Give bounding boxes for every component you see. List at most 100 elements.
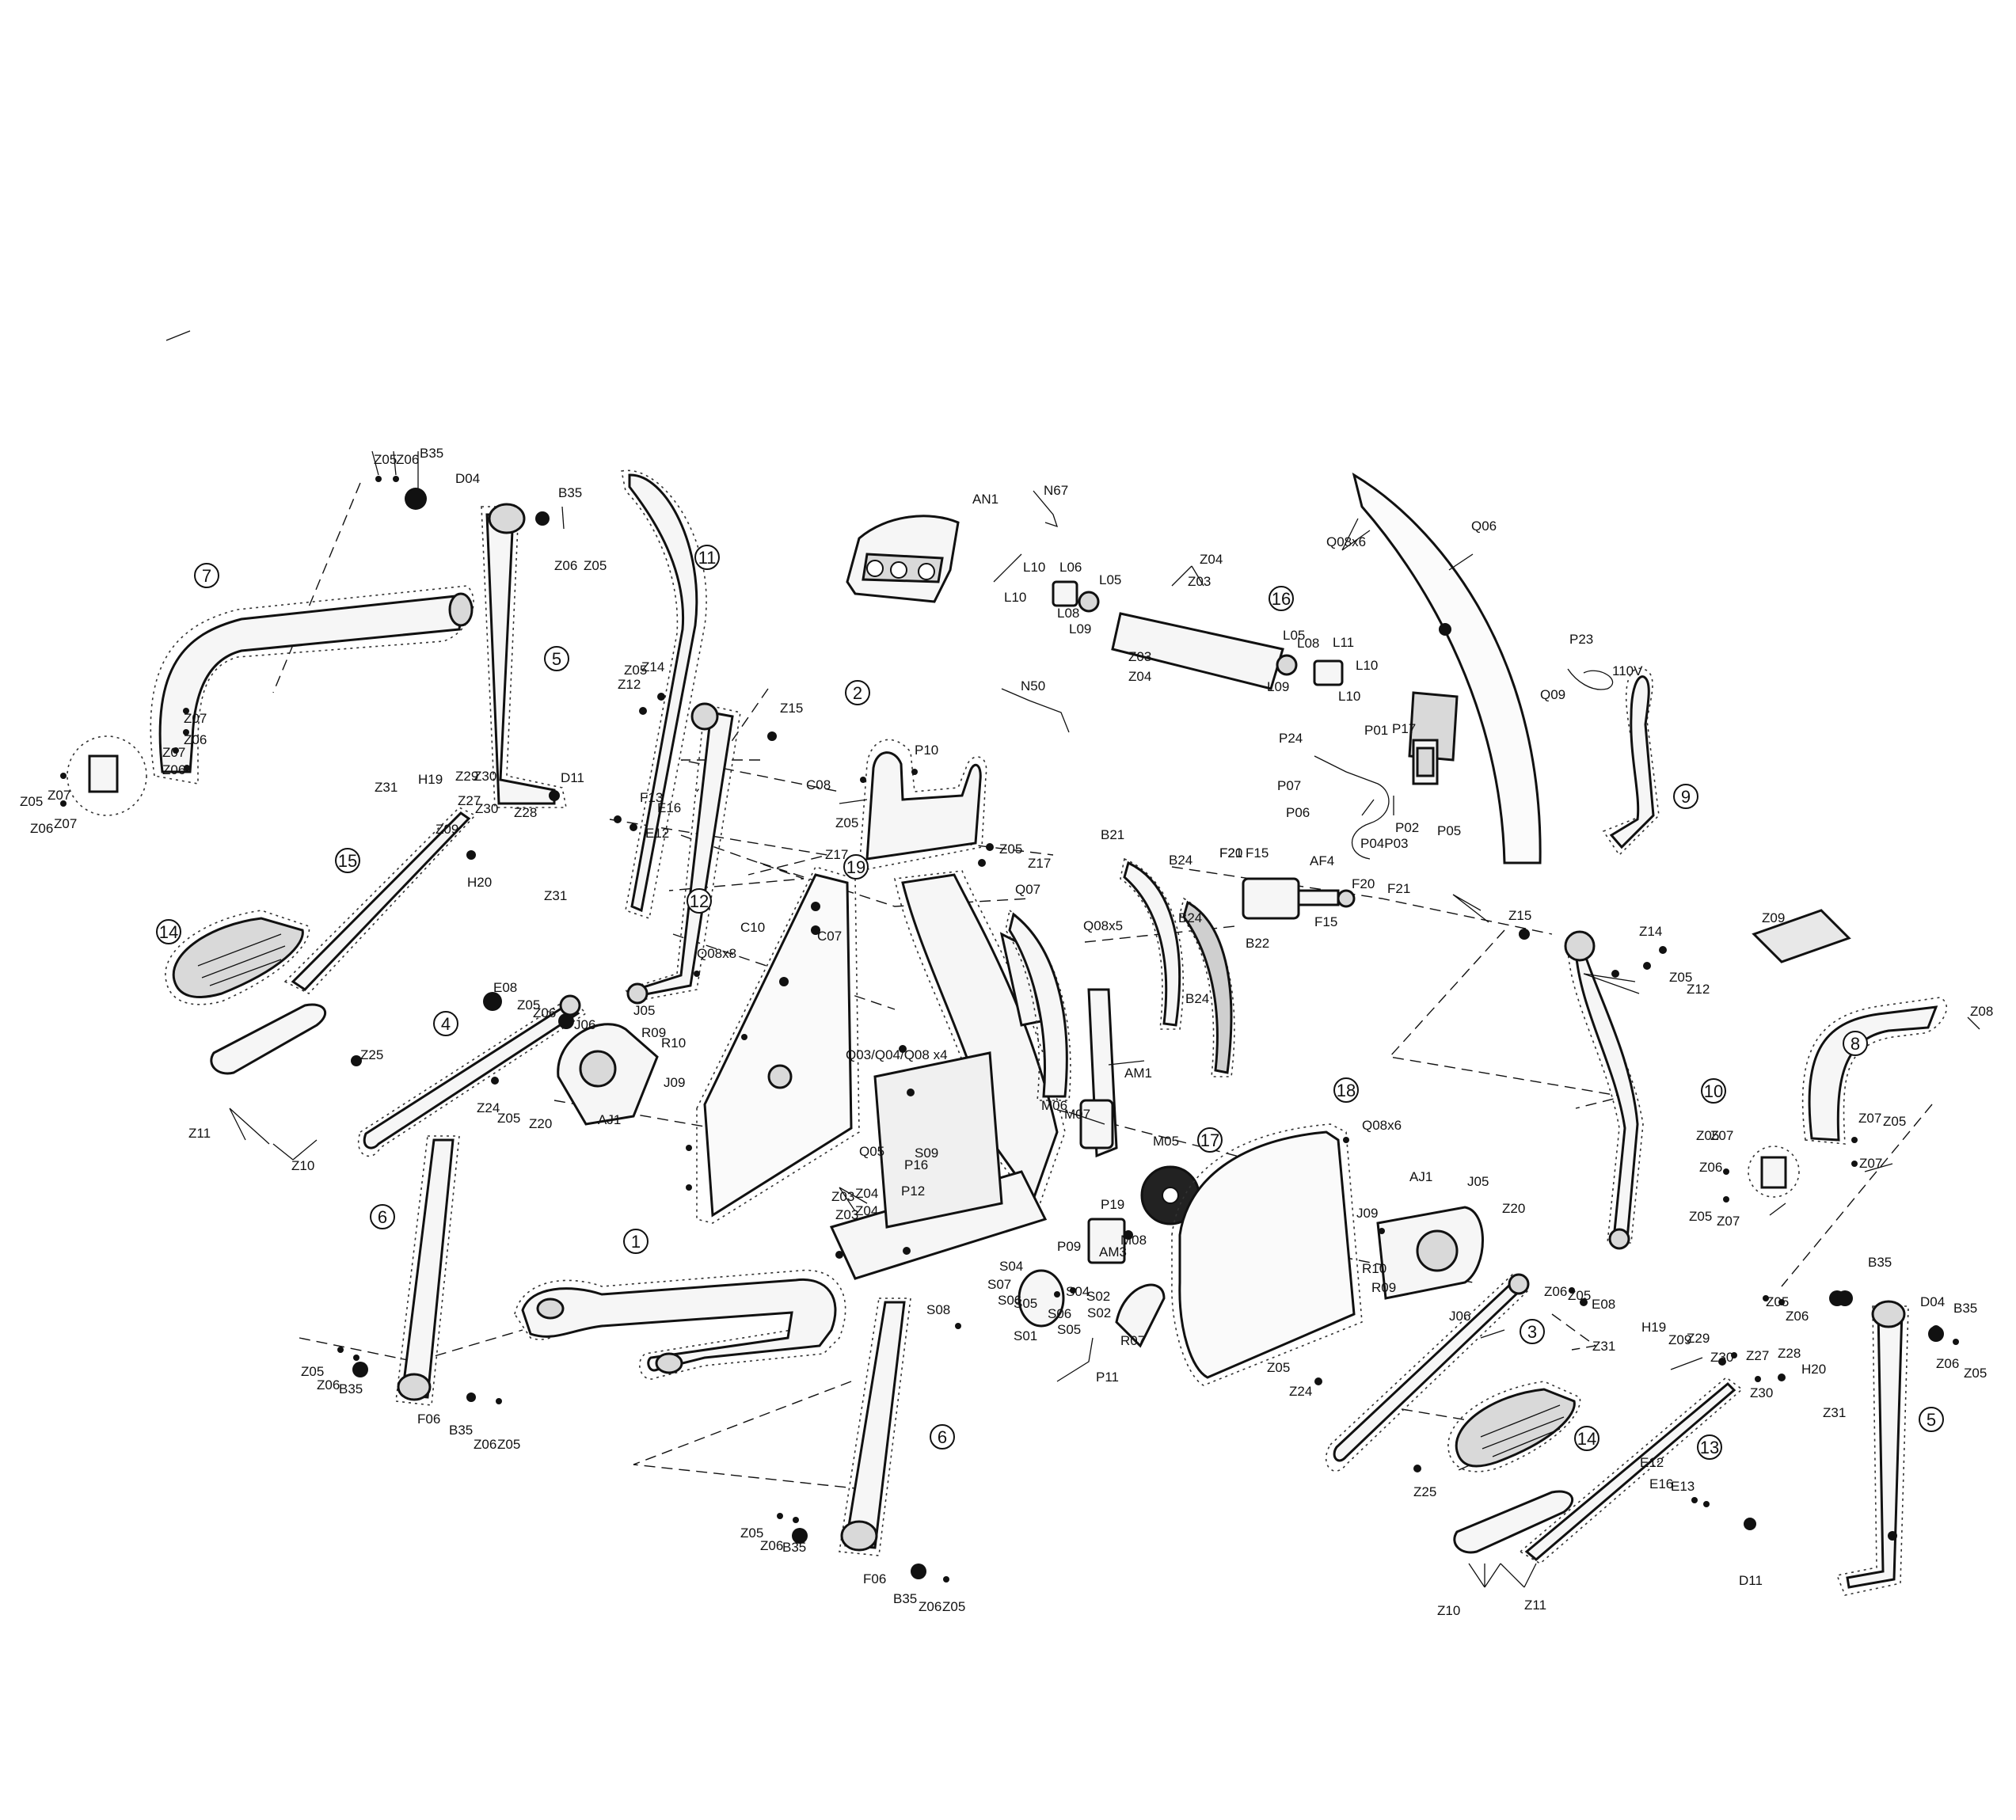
callout-circle (845, 680, 870, 705)
part-label: Z10 (1437, 1603, 1460, 1618)
part-label: Z03 (831, 1189, 854, 1204)
part-label: L05 (1283, 628, 1305, 643)
part-label: Z05 (1669, 970, 1692, 985)
part-label: Z06 (30, 821, 53, 836)
part-label: E12 (645, 826, 669, 841)
part-label: P17 (1392, 721, 1416, 736)
part-label: P10 (915, 743, 938, 758)
part-label: E08 (1592, 1297, 1615, 1312)
part-label: Z05 (1267, 1360, 1290, 1375)
part-label: S09 (915, 1146, 938, 1161)
part-label: Z07 (1858, 1111, 1881, 1126)
callout-circle (1269, 586, 1294, 611)
part-label: Z05 (999, 842, 1022, 857)
part-label: Z05 (374, 452, 397, 467)
callout-number: 15 (338, 851, 357, 871)
part-label: C10 (740, 920, 765, 935)
callout-number: 6 (378, 1207, 387, 1227)
part-label: P23 (1569, 632, 1593, 647)
part-label: P24 (1279, 731, 1303, 746)
part-label: S07 (987, 1277, 1011, 1292)
part-label: Z28 (514, 805, 537, 820)
part-label: R09 (1371, 1280, 1396, 1295)
part-label: Z04 (1200, 552, 1223, 567)
part-label: Z06 (1699, 1160, 1722, 1175)
part-label: H20 (467, 875, 492, 890)
part-label: AN1 (972, 492, 998, 507)
part-label: AM1 (1124, 1066, 1152, 1081)
part-label: F13 (640, 790, 663, 805)
part-label: M07 (1064, 1107, 1090, 1122)
callout-number: 9 (1681, 787, 1691, 807)
part-label: E12 (1640, 1455, 1664, 1470)
part-label: Z04 (1128, 669, 1151, 684)
part-label: AJ1 (1409, 1169, 1432, 1184)
part-label: Z03 (835, 1207, 858, 1222)
part-label: Q09 (1540, 687, 1565, 702)
callout-number: 14 (1577, 1429, 1596, 1449)
part-label: D11 (561, 770, 584, 785)
part-label: Z15 (780, 701, 803, 716)
leader-lines (165, 330, 1980, 1588)
callout-number: 4 (441, 1014, 451, 1034)
part-label: Z17 (1028, 856, 1051, 871)
part-label: Z06 (396, 452, 419, 467)
part-label: Z06 (162, 762, 185, 777)
part-label: P19 (1101, 1197, 1124, 1212)
part-label: Q08x6 (1326, 534, 1366, 549)
part-label: L09 (1267, 679, 1289, 694)
part-label: R10 (661, 1035, 686, 1051)
part-label: Z06 (533, 1005, 556, 1020)
part-label: Z03 (1188, 574, 1211, 589)
part-label: Q08x8 (697, 946, 736, 961)
callout-circle (694, 545, 720, 570)
part-label: C07 (817, 929, 842, 944)
part-label: Z06 (1936, 1356, 1959, 1371)
callout-circle (623, 1229, 649, 1254)
part-label: S06 (1048, 1306, 1071, 1321)
callout-number: 8 (1851, 1034, 1860, 1054)
part-label: L11 (1333, 635, 1354, 650)
part-label: P01 (1364, 723, 1388, 738)
part-label: Z04 (855, 1186, 878, 1201)
part-label: Z05 (740, 1526, 763, 1541)
part-label: F20 (1352, 876, 1375, 891)
part-label: P02 (1395, 820, 1419, 835)
part-label: Z06 (1544, 1284, 1567, 1299)
part-label: B24 (1185, 991, 1209, 1006)
part-label: R09 (641, 1025, 666, 1040)
part-label: H19 (1641, 1320, 1666, 1335)
callout-number: 5 (552, 649, 561, 669)
part-label: D04 (455, 471, 480, 486)
part-label: Z05 (20, 794, 43, 809)
part-label: F06 (863, 1571, 886, 1586)
part-label: Z06 (554, 558, 577, 573)
callout-circle (194, 563, 219, 588)
part-label: F15 (1246, 845, 1269, 861)
part-label: B35 (1868, 1255, 1892, 1270)
part-label: Z20 (1502, 1201, 1525, 1216)
part-label: D11 (1739, 1573, 1763, 1588)
part-label: Z30 (475, 801, 498, 816)
part-label: AF4 (1310, 853, 1334, 868)
part-label: B24 (1169, 853, 1192, 868)
part-label: Z05 (1696, 1128, 1719, 1143)
callout-number: 7 (202, 566, 211, 586)
part-label: Q06 (1471, 519, 1497, 534)
part-label: Z05 (1689, 1209, 1712, 1224)
part-label: B35 (782, 1540, 806, 1555)
callout-number: 3 (1527, 1322, 1537, 1342)
part-label: P16 (904, 1157, 928, 1172)
part-label: Z09 (436, 822, 458, 837)
part-label: AJ1 (598, 1112, 621, 1127)
part-label: Z05 (584, 558, 607, 573)
parts (67, 469, 1947, 1596)
part-label: Z14 (1639, 924, 1662, 939)
part-label: Z07 (48, 788, 70, 803)
callout-circle (1574, 1426, 1599, 1451)
part-label: S08 (926, 1302, 950, 1317)
part-label: E08 (493, 980, 517, 995)
part-label: P06 (1286, 805, 1310, 820)
